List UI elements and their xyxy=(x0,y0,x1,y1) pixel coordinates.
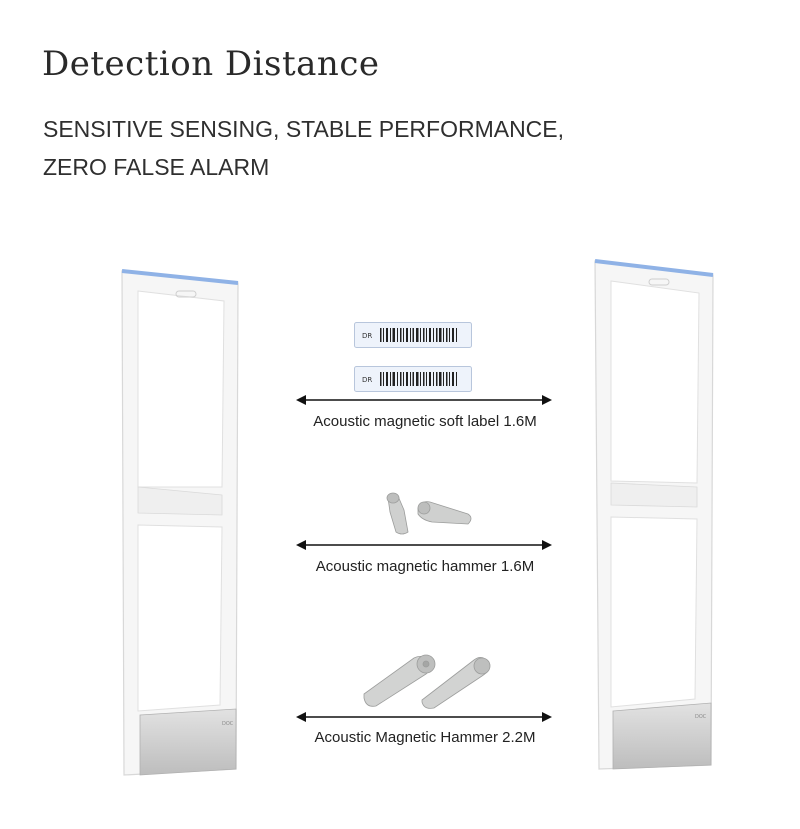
detection-label-soft-label: Acoustic magnetic soft label 1.6M xyxy=(313,413,537,430)
distance-arrow-2 xyxy=(296,540,552,550)
distance-arrow-1 xyxy=(296,395,552,405)
soft-label-tag-1: DR xyxy=(354,322,472,348)
detection-label-hammer-small: Acoustic magnetic hammer 1.6M xyxy=(315,558,535,575)
soft-label-tag-2: DR xyxy=(354,366,472,392)
soft-label-tag-2-text: DR xyxy=(362,376,372,384)
security-gate-right: DOC xyxy=(594,259,714,770)
detection-label-hammer-large: Acoustic Magnetic Hammer 2.2M xyxy=(314,729,536,746)
hammer-tag-small xyxy=(386,492,472,535)
page-subtitle: SENSITIVE SENSING, STABLE PERFORMANCE, Z… xyxy=(43,116,565,180)
security-gate-left: DOC xyxy=(121,269,239,776)
soft-label-tag-1-text: DR xyxy=(362,332,372,340)
page-title: Detection Distance xyxy=(42,44,380,84)
hammer-tag-large xyxy=(363,654,491,709)
svg-text:DOC: DOC xyxy=(222,721,234,727)
svg-text:DOC: DOC xyxy=(695,714,707,720)
distance-arrow-3 xyxy=(296,712,552,722)
